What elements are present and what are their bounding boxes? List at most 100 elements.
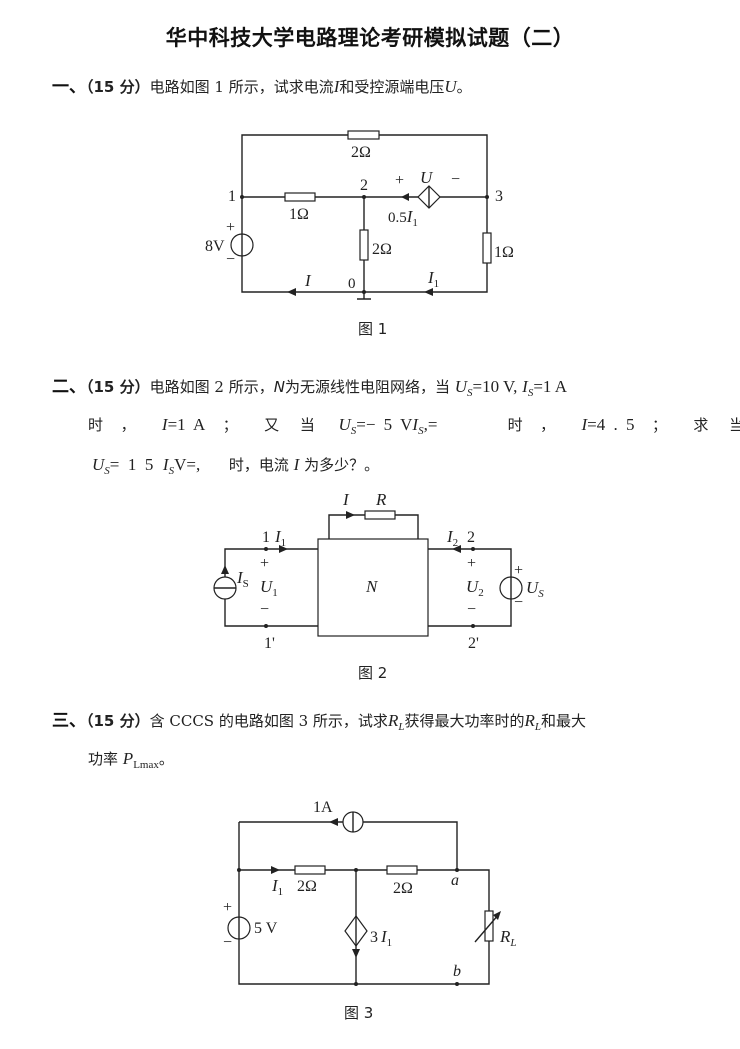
label-terminal-1: 1 — [262, 529, 270, 546]
variable-arrow — [474, 913, 500, 943]
page-title: 华中科技大学电路理论考研模拟试题（二） — [165, 26, 575, 50]
node-dot — [354, 982, 358, 986]
label-node-a: a — [451, 872, 459, 889]
label-plus: + — [223, 899, 232, 916]
label-current-i: I — [304, 271, 312, 290]
resistor-2-0 — [359, 229, 369, 261]
question-text: 和最大 — [540, 712, 586, 730]
resistor-3-0 — [482, 232, 492, 264]
subscript: Lmax — [133, 759, 159, 771]
variable: N — [273, 378, 285, 396]
node-dot — [240, 195, 244, 199]
value: = 1 5 — [109, 455, 154, 474]
arrow-icon — [287, 288, 296, 296]
question-number: 一、 — [52, 77, 86, 97]
label-u2: U2 — [466, 577, 484, 599]
arrow-icon — [221, 565, 229, 574]
subscript: S — [467, 387, 473, 399]
node-dot — [362, 195, 366, 199]
label-node-0: 0 — [348, 276, 356, 292]
subscript: S — [350, 425, 357, 437]
label-minus: − — [467, 601, 476, 618]
label-us: US — [526, 578, 544, 600]
node-dot — [354, 868, 358, 872]
question-text: 功率 — [88, 750, 119, 768]
variable: U — [454, 377, 468, 396]
variable: I — [522, 377, 528, 396]
subscript: L — [398, 721, 405, 733]
node-dot — [237, 868, 241, 872]
subscript: L — [534, 721, 541, 733]
label-node-2: 2 — [360, 177, 368, 194]
question-text: 电路如图 1 所示，试求电流 — [149, 78, 334, 96]
variable: I — [333, 77, 340, 96]
variable: U — [92, 455, 105, 474]
question-2-line-3: US= 1 5 ISV=, 时，电流 I 为多少？。 — [92, 455, 379, 481]
variable: U — [338, 415, 351, 434]
question-text: 获得最大功率时的 — [404, 712, 525, 730]
label-minus: − — [514, 594, 523, 611]
label-terminal-2p: 2' — [468, 635, 479, 652]
value: =1 A — [533, 377, 568, 396]
question-3-line-1: 三、（15 分）含 CCCS 的电路如图 3 所示，试求RL获得最大功率时的RL… — [52, 711, 586, 737]
question-text: 和受控源端电压 — [339, 78, 445, 96]
label-u-plus: + — [395, 172, 404, 189]
question-text: 为多少？。 — [304, 456, 380, 474]
variable: I — [293, 455, 300, 474]
question-text: 含 CCCS 的电路如图 3 所示，试求 — [149, 712, 388, 730]
question-text: ， — [540, 416, 556, 434]
question-text: 时，电流 — [228, 456, 289, 474]
value: =− 5 V — [356, 415, 413, 434]
value: =10 V, — [472, 377, 518, 396]
figure-3-caption: 图 3 — [344, 1004, 374, 1022]
label-u-minus: − — [451, 171, 460, 188]
label-r1: 2Ω — [297, 878, 317, 895]
question-3-line-2: 功率 PLmax。 — [88, 749, 174, 775]
terminal-dot — [471, 624, 475, 628]
label-plus: + — [467, 555, 476, 572]
question-1-text: 一、（15 分）电路如图 1 所示，试求电流I和受控源端电压U。 — [52, 77, 472, 97]
arrow-icon — [346, 511, 355, 519]
question-points: （15 分） — [86, 78, 150, 96]
variable: I — [162, 455, 169, 474]
label-ccs: 0.5I1 — [388, 207, 418, 229]
question-text: 电路如图 2 所示， — [149, 378, 274, 396]
resistor-1-2 — [284, 192, 316, 202]
arrow-icon — [452, 545, 461, 553]
label-minus: − — [226, 251, 235, 268]
label-minus: − — [260, 601, 269, 618]
label-r2: 2Ω — [393, 880, 413, 897]
label-r: R — [375, 490, 387, 509]
figure-2-caption: 图 2 — [358, 664, 388, 682]
subscript: S — [104, 465, 110, 477]
node-dot — [455, 982, 459, 986]
arrow-icon — [401, 193, 409, 201]
label-node-3: 3 — [495, 188, 503, 205]
label-i2: I2 — [446, 527, 458, 549]
resistor-r — [364, 510, 396, 520]
question-text: 求 当 — [693, 416, 740, 434]
arrow-icon — [329, 818, 338, 826]
label-plus: + — [226, 219, 235, 236]
terminal-dot — [264, 547, 268, 551]
arrow-icon — [352, 949, 360, 958]
label-8v: 8V — [205, 238, 225, 255]
label-node-b: b — [453, 963, 461, 980]
variable: I — [581, 415, 588, 434]
node-dot — [455, 868, 459, 872]
arrow-icon — [271, 866, 280, 874]
value: =1 A — [167, 415, 206, 434]
question-text: 又 当 — [264, 416, 321, 434]
arrow-icon — [493, 911, 501, 920]
label-terminal-1p: 1' — [264, 635, 275, 652]
network-box — [317, 538, 429, 637]
variable: R — [387, 711, 399, 730]
value: ,= — [423, 415, 438, 434]
label-r-30: 1Ω — [494, 244, 514, 261]
question-text: 时 — [507, 416, 523, 434]
label-1a: 1A — [313, 799, 333, 816]
wire — [239, 821, 458, 870]
